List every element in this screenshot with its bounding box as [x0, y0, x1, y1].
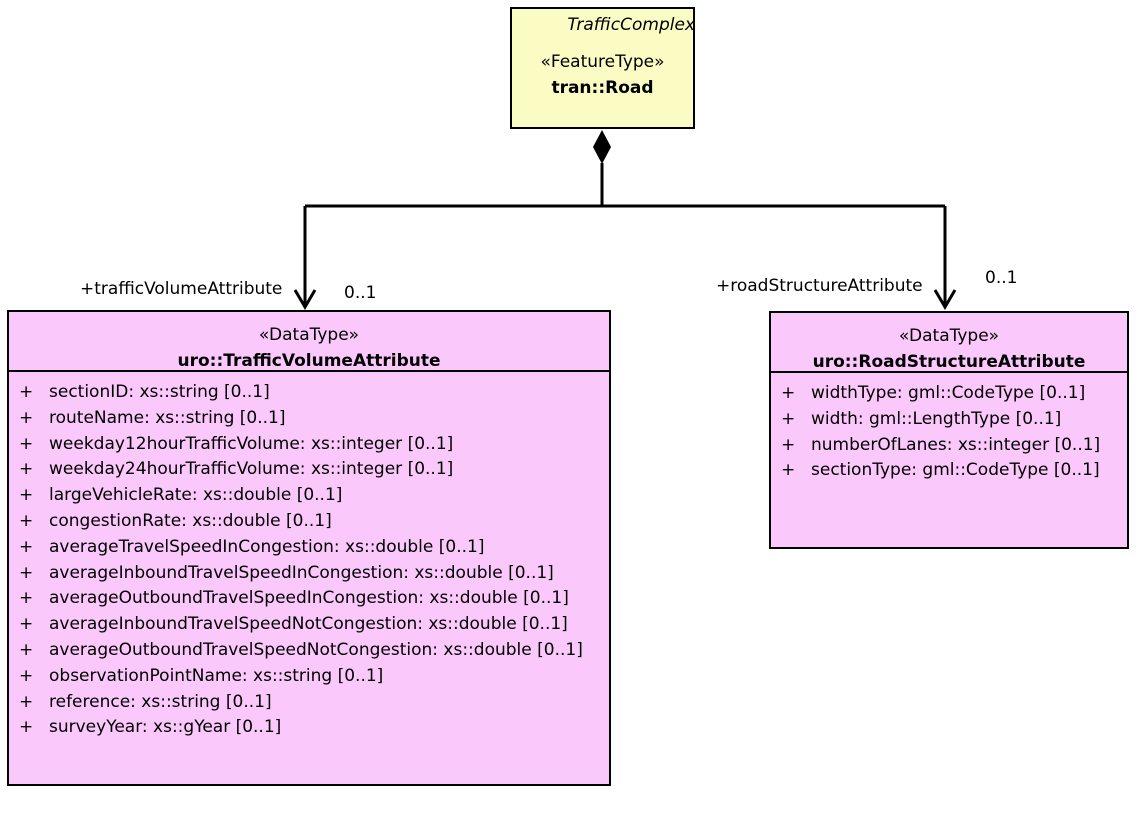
multiplicity-traffic-volume: 0..1: [344, 283, 377, 303]
visibility-marker: +: [19, 510, 34, 531]
attribute-text: observationPointName: xs::string [0..1]: [49, 665, 384, 686]
visibility-marker: +: [19, 407, 34, 428]
class-road[interactable]: TrafficComplex «FeatureType» tran::Road: [510, 7, 695, 129]
attribute-text: weekday24hourTrafficVolume: xs::integer …: [49, 459, 454, 480]
attribute-compartment: +sectionID: xs::string [0..1]+routeName:…: [9, 370, 609, 741]
role-traffic-volume: +trafficVolumeAttribute: [80, 279, 283, 299]
attribute-row[interactable]: + weekday12hourTrafficVolume: xs::integer…: [19, 432, 609, 458]
attribute-compartment: +widthType: gml::CodeType [0..1]+width: …: [771, 371, 1127, 484]
visibility-marker: +: [19, 382, 34, 402]
attribute-row[interactable]: + sectionID: xs::string [0..1]: [19, 380, 609, 406]
attribute-row[interactable]: + width: gml::LengthType [0..1]: [781, 407, 1127, 433]
package-label: TrafficComplex: [567, 15, 695, 35]
attribute-text: sectionID: xs::string [0..1]: [49, 382, 270, 402]
attribute-row[interactable]: + averageTravelSpeedInCongestion: xs::dou…: [19, 535, 609, 561]
visibility-marker: +: [19, 433, 34, 454]
class-road-structure-attribute[interactable]: «DataType» uro::RoadStructureAttribute +…: [769, 311, 1129, 549]
visibility-marker: +: [781, 434, 796, 455]
attribute-row[interactable]: + averageInboundTravelSpeedNotCongestion:…: [19, 612, 609, 638]
attribute-row[interactable]: + averageOutboundTravelSpeedInCongestion:…: [19, 586, 609, 612]
attribute-text: surveyYear: xs::gYear [0..1]: [49, 717, 282, 738]
attribute-text: averageTravelSpeedInCongestion: xs::doub…: [49, 536, 485, 557]
attribute-row[interactable]: + reference: xs::string [0..1]: [19, 690, 609, 716]
visibility-marker: +: [19, 485, 34, 506]
attribute-row[interactable]: + averageInboundTravelSpeedInCongestion: …: [19, 561, 609, 587]
class-road-stereotype: «FeatureType»: [540, 52, 665, 72]
visibility-marker: +: [19, 588, 34, 609]
class-name: uro::RoadStructureAttribute: [812, 352, 1086, 372]
attribute-row[interactable]: + numberOfLanes: xs::integer [0..1]: [781, 433, 1127, 459]
attribute-text: averageInboundTravelSpeedInCongestion: x…: [49, 562, 554, 583]
attribute-text: routeName: xs::string [0..1]: [49, 407, 286, 428]
attribute-row[interactable]: + weekday24hourTrafficVolume: xs::integer…: [19, 457, 609, 483]
attribute-row[interactable]: + sectionType: gml::CodeType [0..1]: [781, 458, 1127, 484]
attribute-row[interactable]: + congestionRate: xs::double [0..1]: [19, 509, 609, 535]
visibility-marker: +: [19, 691, 34, 712]
attribute-row[interactable]: + observationPointName: xs::string [0..1]: [19, 664, 609, 690]
visibility-marker: +: [19, 562, 34, 583]
visibility-marker: +: [19, 717, 34, 738]
class-traffic-volume-attribute[interactable]: «DataType» uro::TrafficVolumeAttribute +…: [7, 310, 611, 786]
visibility-marker: +: [781, 383, 796, 403]
attribute-text: largeVehicleRate: xs::double [0..1]: [49, 485, 343, 506]
class-stereotype: «DataType»: [258, 325, 360, 345]
attribute-text: averageOutboundTravelSpeedInCongestion: …: [49, 588, 569, 609]
role-road-structure: +roadStructureAttribute: [716, 276, 923, 296]
attribute-text: congestionRate: xs::double [0..1]: [49, 510, 332, 531]
attribute-row[interactable]: + surveyYear: xs::gYear [0..1]: [19, 715, 609, 741]
class-road-name: tran::Road: [551, 78, 654, 98]
visibility-marker: +: [19, 665, 34, 686]
attribute-text: reference: xs::string [0..1]: [49, 691, 272, 712]
attribute-row[interactable]: + largeVehicleRate: xs::double [0..1]: [19, 483, 609, 509]
attribute-text: widthType: gml::CodeType [0..1]: [811, 383, 1086, 403]
attribute-text: weekday12hourTrafficVolume: xs::integer …: [49, 433, 454, 454]
visibility-marker: +: [19, 614, 34, 635]
attribute-row[interactable]: + averageOutboundTravelSpeedNotCongestion…: [19, 638, 609, 664]
attribute-text: width: gml::LengthType [0..1]: [811, 408, 1062, 429]
class-header: «DataType» uro::RoadStructureAttribute: [771, 313, 1127, 372]
visibility-marker: +: [19, 536, 34, 557]
class-header: «DataType» uro::TrafficVolumeAttribute: [9, 312, 609, 371]
class-stereotype: «DataType»: [898, 326, 1000, 346]
visibility-marker: +: [19, 639, 34, 660]
visibility-marker: +: [19, 459, 34, 480]
attribute-text: numberOfLanes: xs::integer [0..1]: [811, 434, 1101, 455]
composition-diamond: [593, 130, 611, 164]
attribute-text: averageOutboundTravelSpeedNotCongestion:…: [49, 639, 583, 660]
attribute-row[interactable]: + widthType: gml::CodeType [0..1]: [781, 381, 1127, 407]
arrowhead-road-structure: [933, 289, 957, 310]
attribute-row[interactable]: + routeName: xs::string [0..1]: [19, 406, 609, 432]
arrowhead-traffic-volume: [293, 289, 317, 310]
visibility-marker: +: [781, 408, 796, 429]
multiplicity-road-structure: 0..1: [985, 268, 1018, 288]
class-name: uro::TrafficVolumeAttribute: [177, 351, 441, 371]
attribute-text: averageInboundTravelSpeedNotCongestion: …: [49, 614, 568, 635]
attribute-text: sectionType: gml::CodeType [0..1]: [811, 460, 1100, 481]
visibility-marker: +: [781, 460, 796, 481]
